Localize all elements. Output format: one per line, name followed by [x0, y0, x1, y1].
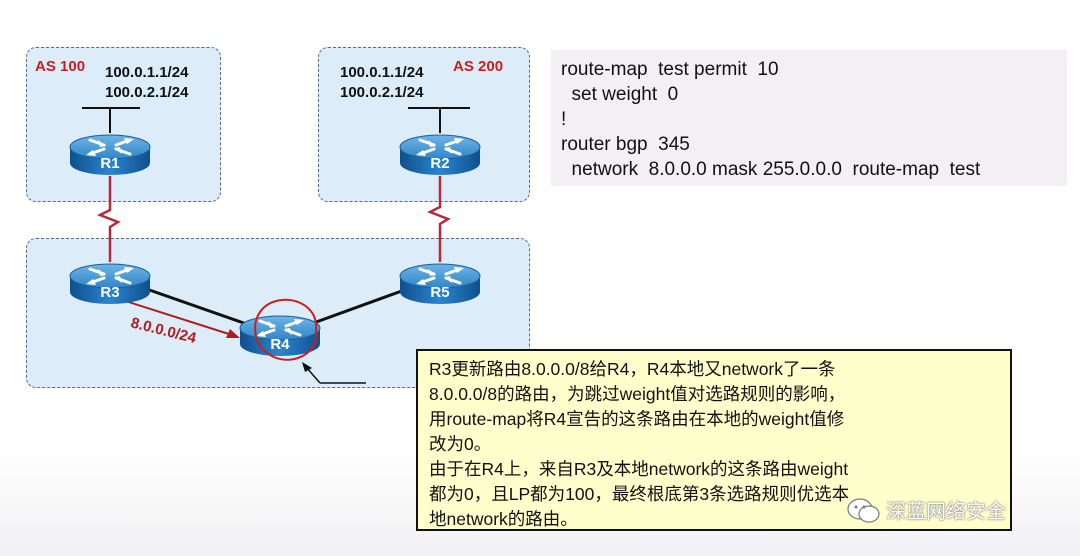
router-r1-label: R1	[100, 155, 119, 172]
router-r3-label: R3	[100, 284, 119, 301]
as100-label: AS 100	[35, 58, 86, 75]
as100-area	[26, 47, 221, 202]
note-line: 8.0.0.0/8的路由，为跳过weight值对选路规则的影响，	[429, 384, 846, 404]
as100-network-1: 100.0.1.1/24	[105, 64, 189, 81]
watermark-text: 深蓝网络安全	[886, 501, 1006, 523]
serial-link-r2-r5	[426, 176, 451, 262]
config-line: network 8.0.0.0 mask 255.0.0.0 route-map…	[561, 159, 981, 180]
router-r2-label: R2	[430, 155, 449, 172]
config-line: set weight 0	[561, 84, 679, 105]
config-line: !	[561, 109, 567, 130]
serial-link-r1-r3	[96, 176, 121, 262]
as200-network-1: 100.0.1.1/24	[340, 64, 424, 81]
note-line: 用route-map将R4宣告的这条路由在本地的weight值修	[429, 409, 845, 429]
link-r3-r4	[137, 284, 256, 329]
config-snippet: route-map test permit 10 set weight 0 ! …	[551, 50, 1067, 186]
route-prefix-label: 8.0.0.0/24	[129, 314, 198, 347]
as200-area	[318, 47, 530, 202]
lan-segment-as100	[82, 107, 140, 133]
as100-network-2: 100.0.2.1/24	[105, 84, 189, 101]
config-line: router bgp 345	[561, 134, 690, 155]
note-line: 由于在R4上，来自R3及本地network的这条路由weight	[429, 459, 849, 479]
as200-network-2: 100.0.2.1/24	[340, 84, 424, 101]
as200-label: AS 200	[453, 58, 504, 75]
lan-segment-as200	[408, 107, 470, 133]
route-advertisement-arrow	[115, 297, 240, 338]
note-line: 改为0。	[429, 434, 492, 454]
callout-pointer	[302, 362, 366, 384]
router-r4-label: R4	[270, 336, 290, 353]
router-r5-label: R5	[430, 284, 449, 301]
note-line: 都为0，且LP都为100，最终根底第3条选路规则优选本	[429, 484, 850, 504]
link-r4-r5	[307, 286, 411, 327]
r4-highlight-circle	[254, 298, 318, 361]
config-line: route-map test permit 10	[561, 59, 779, 80]
note-line: 地network的路由。	[429, 509, 578, 529]
explanation-note: R3更新路由8.0.0.0/8给R4，R4本地又network了一条 8.0.0…	[416, 349, 1012, 531]
wechat-icon	[847, 498, 880, 523]
note-line: R3更新路由8.0.0.0/8给R4，R4本地又network了一条	[429, 359, 836, 379]
